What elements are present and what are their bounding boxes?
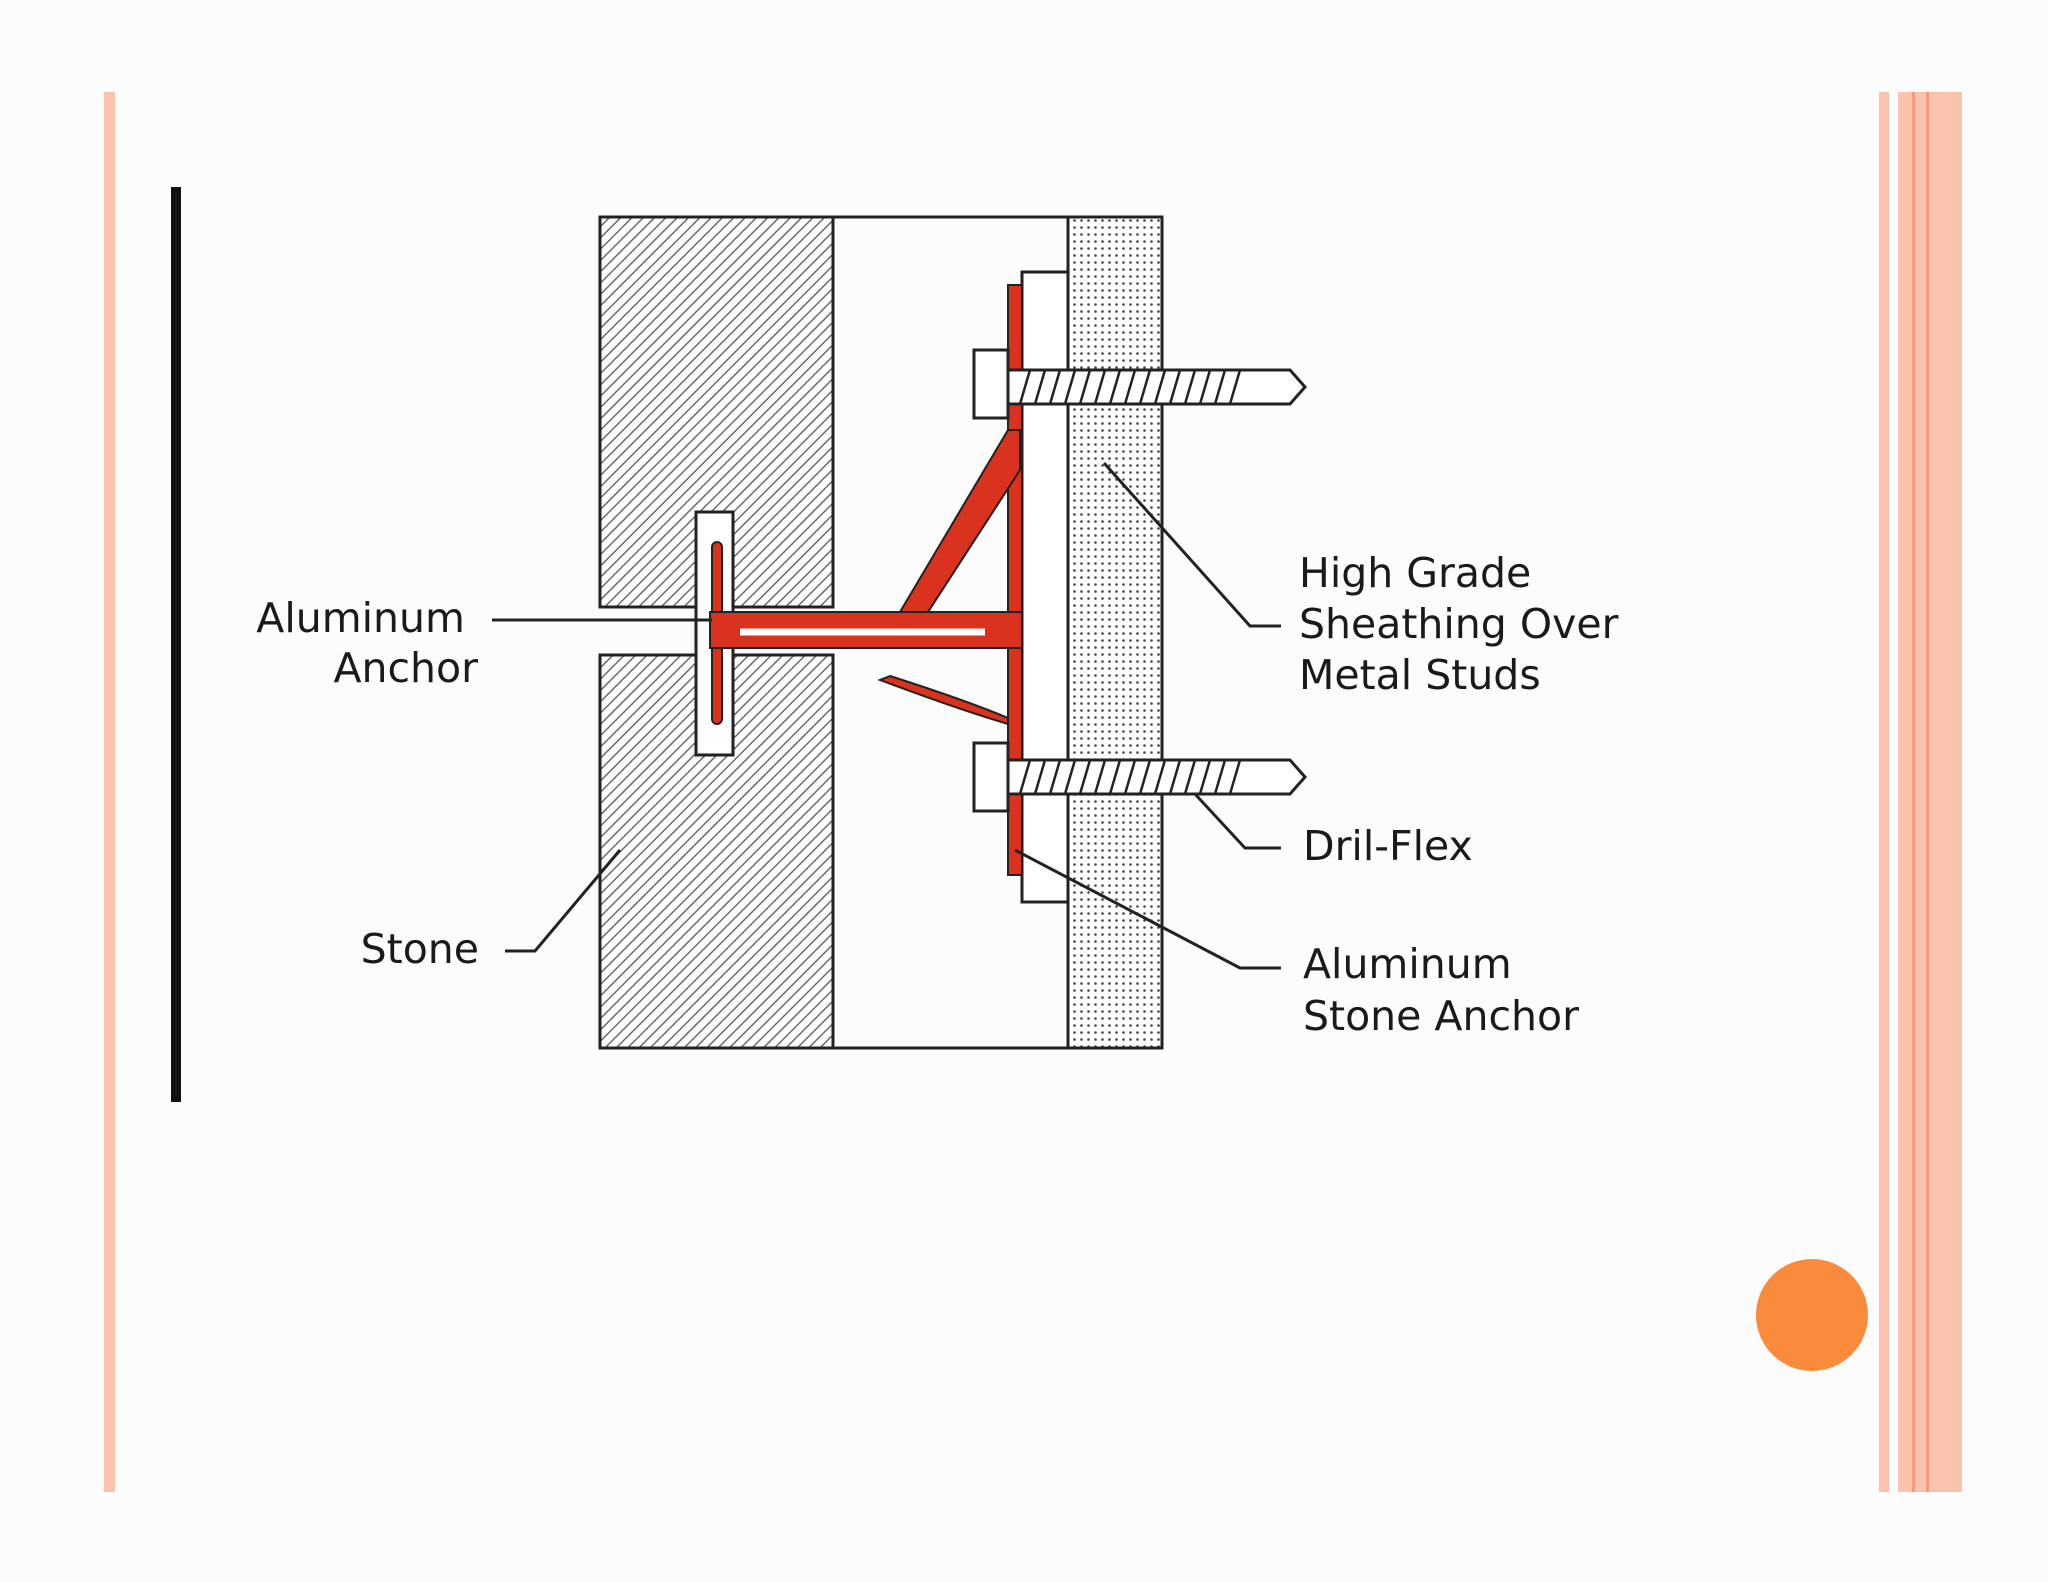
right-stripe-line xyxy=(1912,92,1915,1492)
label-aluminum-anchor-line1: Aluminum xyxy=(256,594,465,642)
leader-dril-flex xyxy=(1193,792,1281,850)
label-dril-flex: Dril-Flex xyxy=(1303,822,1473,870)
label-aluminum-anchor-line2: Anchor xyxy=(333,644,478,692)
label-stone-anchor-line1: Aluminum xyxy=(1303,940,1512,988)
label-aluminum-anchor: Aluminum Anchor xyxy=(256,594,478,692)
bolt-head-lower xyxy=(972,741,1010,813)
label-sheathing-line1: High Grade xyxy=(1299,549,1531,597)
left-black-bar xyxy=(171,187,181,1102)
label-stone-anchor-line2: Stone Anchor xyxy=(1303,992,1579,1040)
label-sheathing-line3: Metal Studs xyxy=(1299,651,1541,699)
right-stripe-line-2 xyxy=(1926,92,1929,1492)
sheathing xyxy=(1066,215,1164,1050)
right-stripe-thin xyxy=(1879,92,1889,1492)
leader-sheathing xyxy=(1102,461,1281,628)
right-stripe-wide xyxy=(1898,92,1962,1492)
label-stone: Stone xyxy=(361,925,479,973)
anchor-plate xyxy=(1020,270,1070,904)
label-stone-anchor: Aluminum Stone Anchor xyxy=(1303,940,1579,1040)
screw-lower xyxy=(1006,758,1308,796)
label-sheathing: High Grade Sheathing Over Metal Studs xyxy=(1299,549,1632,699)
orange-circle xyxy=(1756,1259,1868,1371)
bolt-head-upper xyxy=(972,348,1010,420)
screw-upper xyxy=(1006,368,1308,406)
left-stripe xyxy=(104,92,115,1492)
label-sheathing-line2: Sheathing Over xyxy=(1299,600,1619,648)
leader-stone-anchor xyxy=(1014,848,1281,970)
leader-stone xyxy=(505,849,622,953)
